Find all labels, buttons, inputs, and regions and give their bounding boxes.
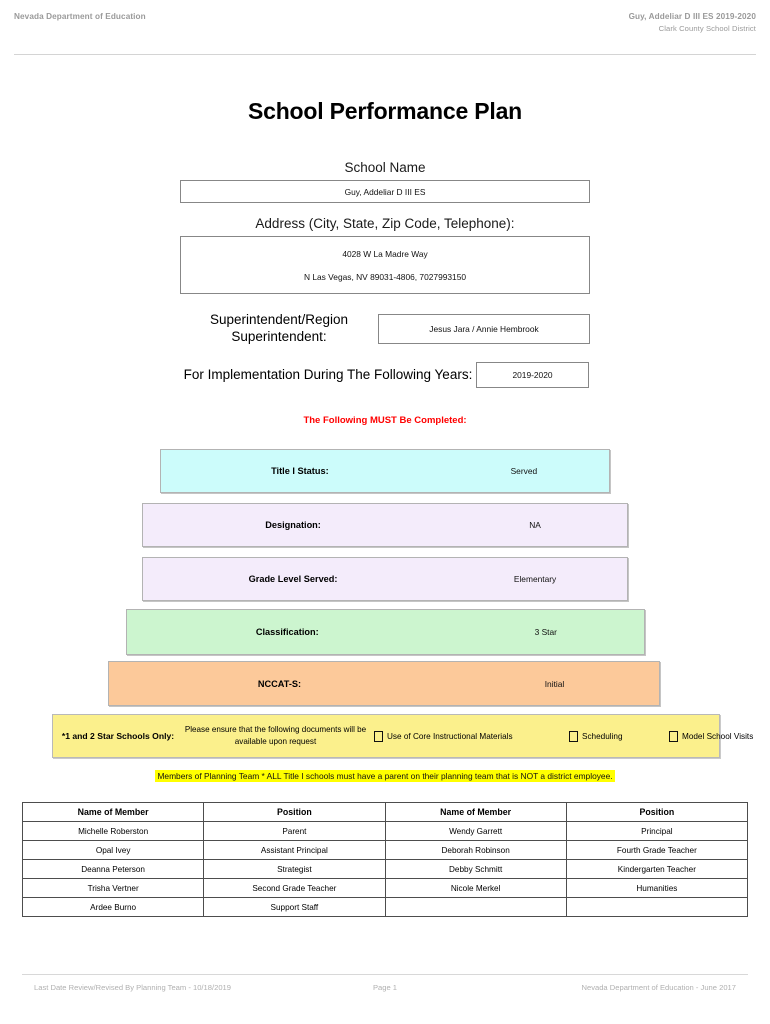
address-line-2: N Las Vegas, NV 89031-4806, 7027993150 (303, 271, 467, 282)
page-title: School Performance Plan (247, 98, 523, 124)
header-district: Clark County School District (658, 24, 756, 33)
checkbox-icon[interactable] (374, 730, 383, 742)
member-position[interactable] (565, 897, 749, 917)
school-info-section: School Name Guy, Addeliar D III ES Addre… (180, 160, 590, 388)
member-position[interactable]: Support Staff (203, 897, 386, 917)
table-row: Deanna Peterson Strategist Debby Schmitt… (21, 859, 749, 879)
planning-team-note: Members of Planning Team * ALL Title I s… (0, 766, 770, 784)
implementation-years-label: For Implementation During The Following … (183, 367, 473, 383)
status-bar-title-i-value: Served (510, 466, 538, 476)
table-row: Trisha Vertner Second Grade Teacher Nico… (21, 878, 749, 898)
superintendent-label: Superintendent/Region Superintendent: (209, 312, 349, 344)
school-name-label: School Name (344, 160, 426, 175)
table-row: Michelle Roberston Parent Wendy Garrett … (21, 821, 749, 841)
footer-source: Nevada Department of Education - June 20… (581, 983, 736, 992)
checkbox-icon[interactable] (669, 730, 678, 742)
checkbox-model-school-visits[interactable]: Model School Visits (669, 730, 770, 742)
status-bar-designation[interactable]: Designation: NA (142, 503, 628, 547)
member-name[interactable]: Deanna Peterson (21, 859, 205, 879)
header-school-info: Guy, Addeliar D III ES 2019-2020 Clark C… (629, 12, 756, 33)
star-schools-checkbox-group: Use of Core Instructional Materials Sche… (368, 730, 770, 742)
checkbox-model-school-visits-label: Model School Visits (682, 731, 754, 741)
member-name[interactable]: Debby Schmitt (384, 859, 567, 879)
implementation-years-row: For Implementation During The Following … (180, 361, 590, 388)
checkbox-icon[interactable] (569, 730, 578, 742)
status-bar-nccat-s-value: Initial (544, 678, 565, 689)
status-bar-designation-value: NA (529, 520, 541, 530)
school-name-field[interactable]: Guy, Addeliar D III ES (180, 180, 590, 203)
member-name[interactable]: Deborah Robinson (384, 840, 567, 860)
status-bar-classification[interactable]: Classification: 3 Star (126, 609, 645, 655)
member-name[interactable]: Wendy Garrett (384, 821, 567, 841)
member-name[interactable]: Ardee Burno (21, 897, 205, 917)
checkbox-core-instructional-materials[interactable]: Use of Core Instructional Materials (374, 730, 569, 742)
status-bar-title-i-label: Title I Status: (271, 466, 329, 476)
table-row: Opal Ivey Assistant Principal Deborah Ro… (21, 840, 749, 860)
page-footer: Last Date Review/Revised By Planning Tea… (0, 974, 770, 1000)
member-name[interactable] (384, 897, 567, 917)
column-header-name-1: Name of Member (21, 802, 205, 822)
status-bar-grade-level[interactable]: Grade Level Served: Elementary (142, 557, 628, 601)
column-header-position-1: Position (203, 802, 386, 822)
checkbox-core-instructional-materials-label: Use of Core Instructional Materials (387, 731, 513, 741)
star-schools-note: Please ensure that the following documen… (184, 725, 367, 746)
address-field[interactable]: 4028 W La Madre Way N Las Vegas, NV 8903… (180, 236, 590, 294)
status-bar-nccat-s[interactable]: NCCAT-S: Initial (108, 661, 660, 706)
planning-team-note-text: Members of Planning Team * ALL Title I s… (155, 770, 615, 782)
superintendent-value: Jesus Jara / Annie Hembrook (429, 323, 539, 334)
address-line-1: 4028 W La Madre Way (342, 248, 428, 259)
member-position[interactable]: Fourth Grade Teacher (565, 840, 749, 860)
table-row: Ardee Burno Support Staff (21, 897, 749, 917)
status-bar-title-i[interactable]: Title I Status: Served (160, 449, 610, 493)
member-position[interactable]: Principal (565, 821, 749, 841)
star-schools-label: *1 and 2 Star Schools Only: (61, 731, 175, 741)
must-complete-notice: The Following MUST Be Completed: (303, 415, 467, 426)
page-header: Nevada Department of Education Guy, Adde… (0, 10, 770, 55)
header-agency-name: Nevada Department of Education (14, 12, 146, 21)
footer-page-number: Page 1 (372, 983, 398, 992)
member-name[interactable]: Opal Ivey (21, 840, 205, 860)
implementation-years-field[interactable]: 2019-2020 (476, 361, 589, 388)
table-header-row: Name of Member Position Name of Member P… (21, 802, 749, 822)
star-schools-band: *1 and 2 Star Schools Only: Please ensur… (52, 714, 753, 758)
footer-last-review-date: Last Date Review/Revised By Planning Tea… (34, 983, 231, 992)
member-position[interactable]: Strategist (203, 859, 386, 879)
footer-divider (22, 974, 748, 975)
planning-team-table: Name of Member Position Name of Member P… (21, 802, 749, 917)
member-name[interactable]: Michelle Roberston (21, 821, 205, 841)
member-name[interactable]: Nicole Merkel (384, 878, 567, 898)
status-bar-designation-label: Designation: (265, 520, 321, 530)
status-bar-grade-level-label: Grade Level Served: (248, 574, 338, 584)
implementation-years-value: 2019-2020 (512, 369, 553, 380)
address-label: Address (City, State, Zip Code, Telephon… (255, 216, 515, 231)
member-name[interactable]: Trisha Vertner (21, 878, 205, 898)
status-bar-grade-level-value: Elementary (513, 574, 557, 584)
school-name-value: Guy, Addeliar D III ES (344, 186, 426, 197)
member-position[interactable]: Assistant Principal (203, 840, 386, 860)
superintendent-row: Superintendent/Region Superintendent: Je… (180, 312, 590, 346)
column-header-position-2: Position (565, 802, 749, 822)
status-bar-nccat-s-label: NCCAT-S: (257, 678, 302, 689)
member-position[interactable]: Humanities (565, 878, 749, 898)
member-position[interactable]: Kindergarten Teacher (565, 859, 749, 879)
member-position[interactable]: Parent (203, 821, 386, 841)
checkbox-scheduling-label: Scheduling (582, 731, 623, 741)
member-position[interactable]: Second Grade Teacher (203, 878, 386, 898)
checkbox-scheduling[interactable]: Scheduling (569, 730, 669, 742)
superintendent-field[interactable]: Jesus Jara / Annie Hembrook (378, 313, 590, 344)
header-school-year: Guy, Addeliar D III ES 2019-2020 (628, 12, 756, 21)
status-bar-classification-value: 3 Star (534, 627, 557, 637)
status-bar-classification-label: Classification: (255, 627, 319, 637)
column-header-name-2: Name of Member (384, 802, 567, 822)
header-divider (14, 54, 756, 55)
